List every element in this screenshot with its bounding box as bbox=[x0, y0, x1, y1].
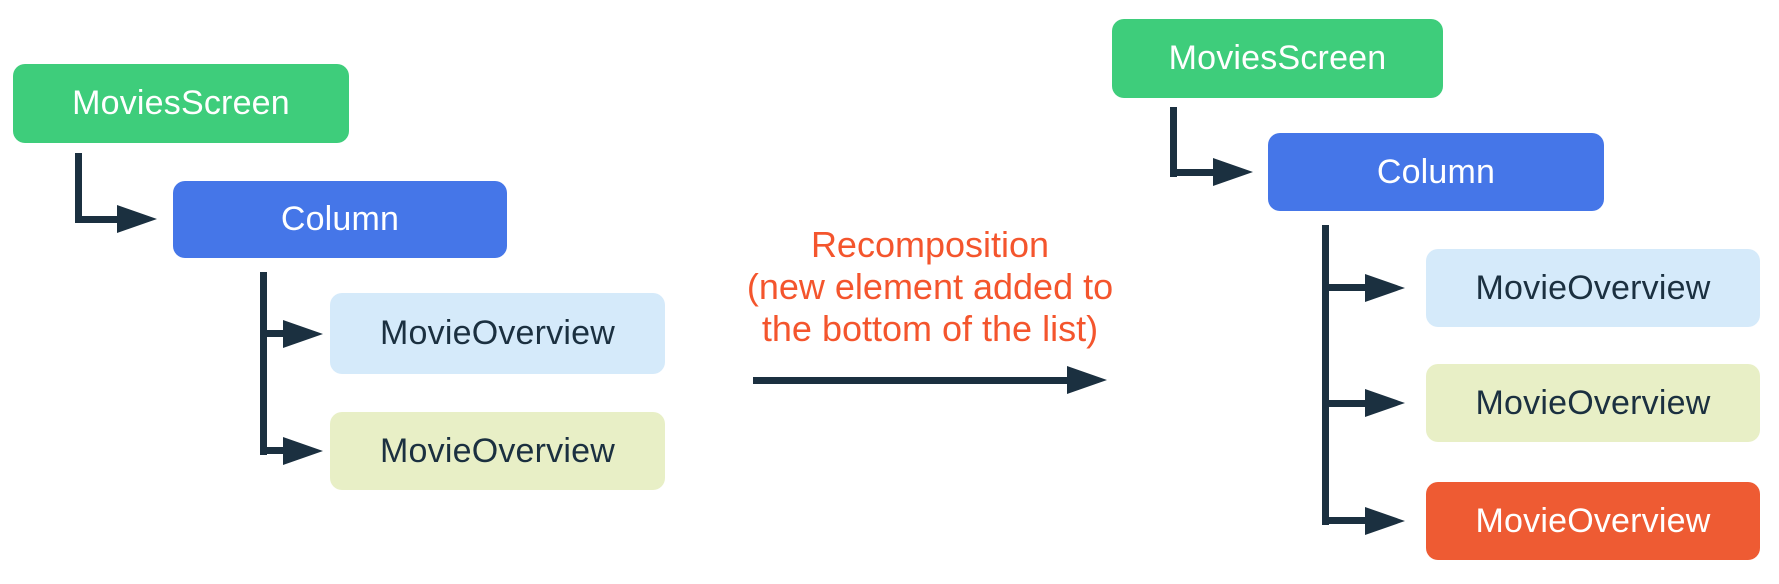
node-label: Column bbox=[280, 200, 400, 238]
arrowhead-icon bbox=[1365, 389, 1405, 417]
connector-line bbox=[1322, 284, 1365, 291]
connector-line bbox=[260, 330, 283, 337]
annotation-text: Recomposition (new element added to the … bbox=[655, 224, 1205, 350]
annotation-line-1: Recomposition bbox=[810, 224, 1050, 265]
node-label: Column bbox=[1376, 152, 1496, 191]
connector-line bbox=[1170, 169, 1213, 176]
arrowhead-icon bbox=[1365, 274, 1405, 302]
node-moviesscreen: MoviesScreen bbox=[1112, 19, 1443, 98]
connector-line bbox=[1322, 225, 1329, 525]
connector-line bbox=[75, 153, 82, 223]
annotation-line-2: (new element added to bbox=[746, 266, 1114, 307]
node-column: Column bbox=[1268, 133, 1604, 211]
node-moviesscreen: MoviesScreen bbox=[13, 64, 349, 143]
arrowhead-icon bbox=[1213, 158, 1253, 186]
node-movieoverview-1: MovieOverview bbox=[1426, 249, 1760, 327]
arrowhead-icon bbox=[283, 437, 323, 465]
connector-line bbox=[1322, 517, 1365, 524]
node-label: MovieOverview bbox=[1475, 268, 1711, 307]
node-movieoverview-3-new: MovieOverview bbox=[1426, 482, 1760, 560]
connector-line bbox=[1170, 107, 1177, 177]
node-movieoverview-2: MovieOverview bbox=[1426, 364, 1760, 442]
arrowhead-icon bbox=[283, 320, 323, 348]
node-movieoverview-1: MovieOverview bbox=[330, 293, 665, 374]
arrowhead-icon bbox=[1067, 366, 1107, 394]
node-movieoverview-2: MovieOverview bbox=[330, 412, 665, 490]
node-label: MovieOverview bbox=[1475, 383, 1711, 422]
node-label: MovieOverview bbox=[380, 314, 615, 352]
arrowhead-icon bbox=[1365, 507, 1405, 535]
node-label: MoviesScreen bbox=[1168, 39, 1387, 77]
node-label: MovieOverview bbox=[380, 431, 615, 470]
arrowhead-icon bbox=[117, 205, 157, 233]
annotation-line-3: the bottom of the list) bbox=[761, 308, 1099, 349]
node-column: Column bbox=[173, 181, 507, 258]
connector-line bbox=[75, 216, 117, 223]
connector-line bbox=[260, 447, 283, 454]
transition-arrow-line bbox=[753, 377, 1067, 384]
connector-line bbox=[260, 272, 267, 455]
connector-line bbox=[1322, 400, 1365, 407]
node-label: MovieOverview bbox=[1475, 501, 1711, 540]
node-label: MoviesScreen bbox=[72, 84, 290, 122]
